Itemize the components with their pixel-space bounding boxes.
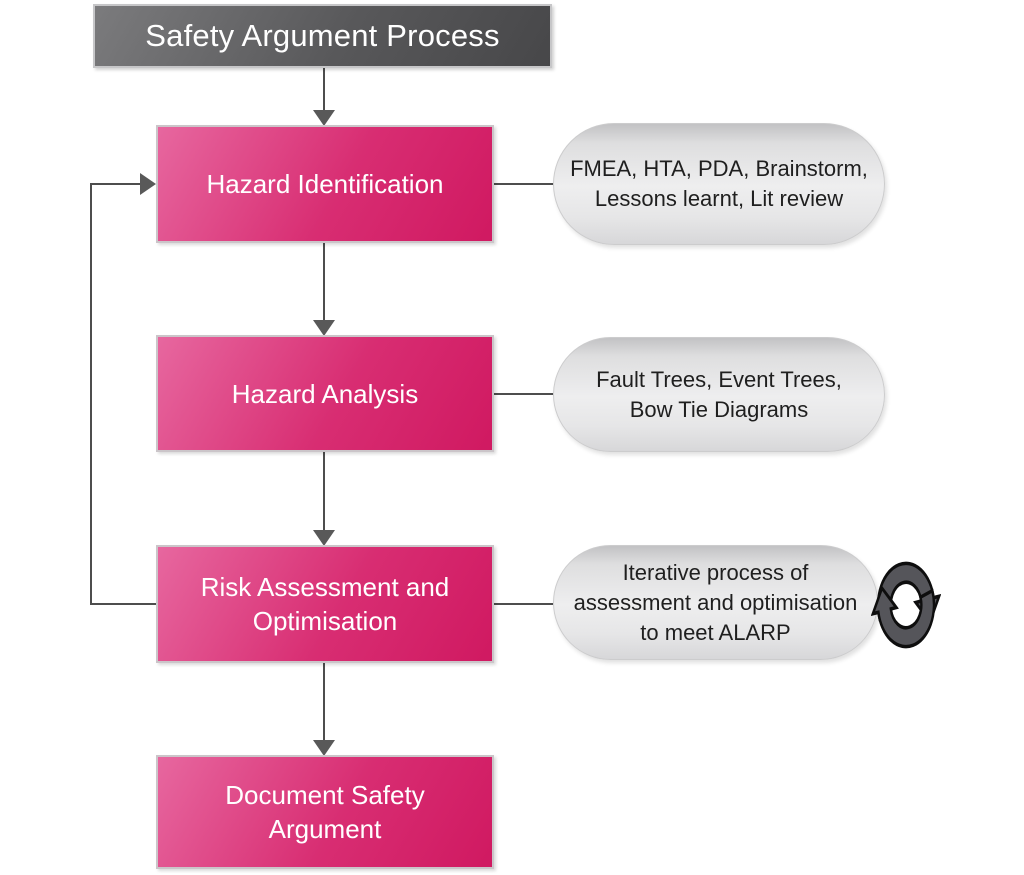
diagram-title: Safety Argument Process bbox=[145, 18, 500, 53]
note-text: to meet ALARP bbox=[640, 619, 791, 645]
note-text: Iterative process of bbox=[622, 559, 809, 585]
title-box: Safety Argument Process bbox=[93, 4, 552, 68]
arrowhead-step2-to-step3 bbox=[313, 530, 335, 546]
feedback-loop-connector bbox=[90, 183, 156, 605]
arrowhead-feedback-loop bbox=[140, 173, 156, 195]
step-risk-assessment-and-optimisation: Risk Assessment and Optimisation bbox=[156, 545, 494, 663]
note-text: Bow Tie Diagrams bbox=[629, 396, 809, 422]
note-risk-assessment-iterative-process: Iterative process of assessment and opti… bbox=[553, 545, 878, 660]
note-hazard-identification-methods: FMEA, HTA, PDA, Brainstorm, Lessons lear… bbox=[553, 123, 885, 245]
step-label: Optimisation bbox=[252, 606, 398, 636]
step-document-safety-argument: Document Safety Argument bbox=[156, 755, 494, 869]
arrowhead-step1-to-step2 bbox=[313, 320, 335, 336]
step-label: Hazard Identification bbox=[206, 169, 444, 199]
step-hazard-analysis: Hazard Analysis bbox=[156, 335, 494, 452]
step-label: Risk Assessment and bbox=[200, 572, 450, 602]
step-label: Argument bbox=[268, 814, 382, 844]
note-hazard-analysis-methods: Fault Trees, Event Trees, Bow Tie Diagra… bbox=[553, 337, 885, 452]
cycle-arrow-bottom bbox=[871, 586, 936, 649]
arrowhead-step3-to-step4 bbox=[313, 740, 335, 756]
note-text: Fault Trees, Event Trees, bbox=[596, 366, 842, 392]
step-label: Hazard Analysis bbox=[231, 378, 419, 409]
note-text: Lessons learnt, Lit review bbox=[594, 186, 844, 211]
note-text: assessment and optimisation bbox=[573, 589, 858, 615]
arrowhead-title-to-step1 bbox=[313, 110, 335, 126]
step-label: Document Safety bbox=[225, 780, 425, 810]
step-hazard-identification: Hazard Identification bbox=[156, 125, 494, 243]
cycle-arrows-icon bbox=[871, 561, 941, 649]
note-text: FMEA, HTA, PDA, Brainstorm, bbox=[570, 156, 868, 181]
